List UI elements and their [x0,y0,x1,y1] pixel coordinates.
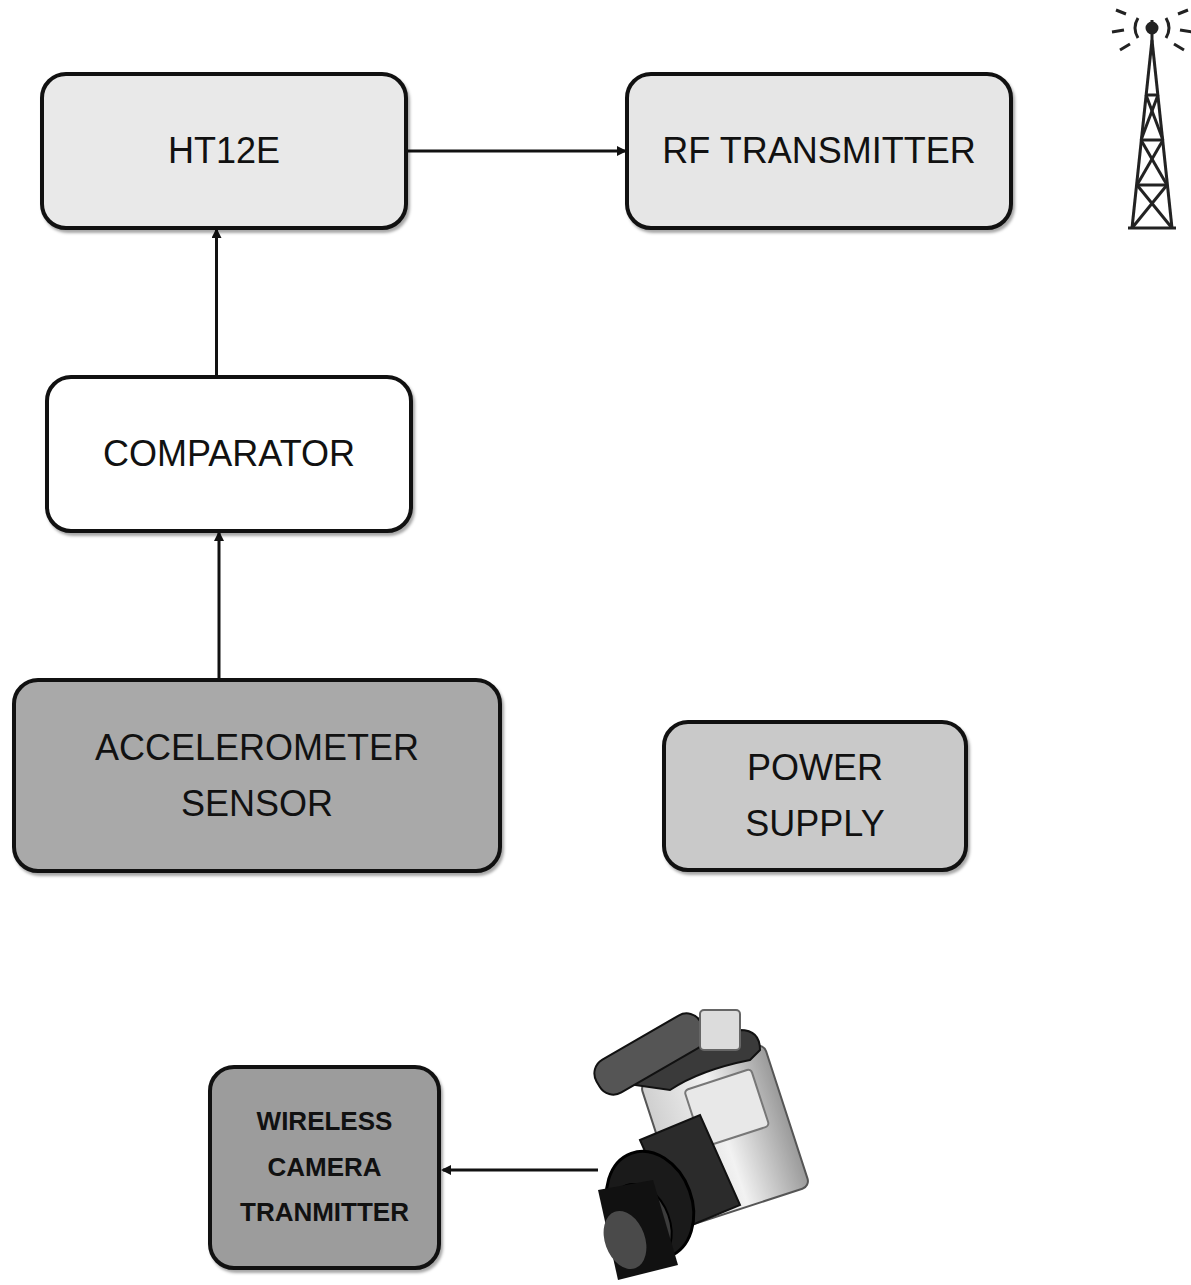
video-camera [589,1008,810,1280]
box-label: WIRELESS CAMERA TRANMITTER [230,1099,419,1236]
box-label: COMPARATOR [103,426,355,482]
radio-tower [1112,10,1191,228]
box-label: POWER SUPPLY [684,740,946,852]
box-label: RF TRANSMITTER [662,123,975,179]
comparator-box: COMPARATOR [45,375,413,533]
camera-transmitter-box: WIRELESS CAMERA TRANMITTER [208,1065,441,1270]
encoder-box: HT12E [40,72,408,230]
box-label: HT12E [168,123,280,179]
signal-arrow [215,230,218,375]
video-arrow [443,1169,598,1172]
signal-arrow [218,533,221,678]
box-label: ACCELEROMETER SENSOR [34,720,480,832]
transmitter-box: RF TRANSMITTER [625,72,1013,230]
signal-arrow [408,150,625,153]
power-box: POWER SUPPLY [662,720,968,872]
sensor-box: ACCELEROMETER SENSOR [12,678,502,873]
